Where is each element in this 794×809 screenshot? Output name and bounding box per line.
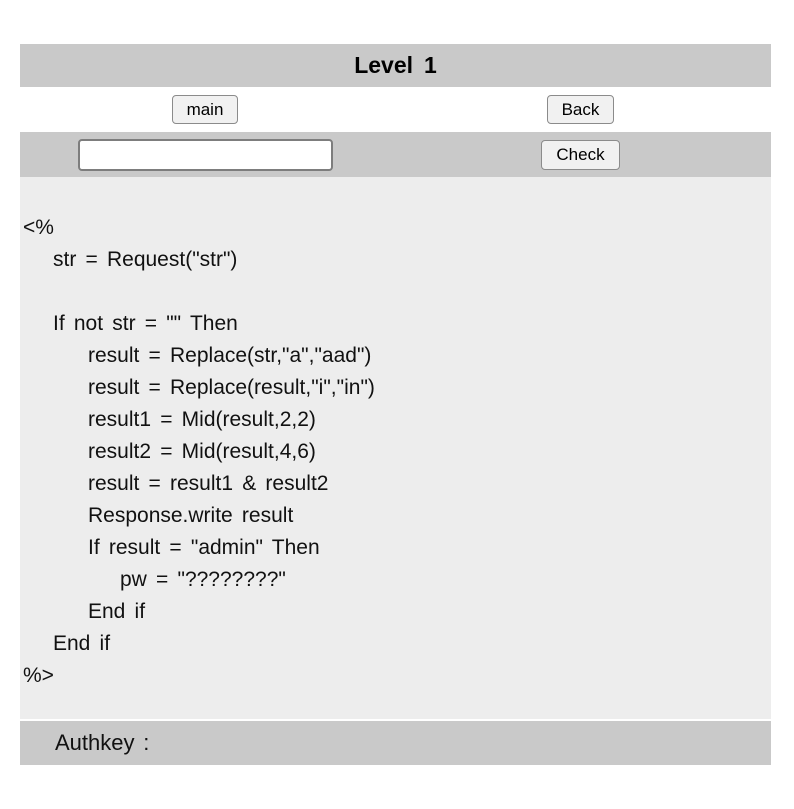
main-button[interactable]: main	[171, 95, 239, 124]
challenge-panel: Level 1 main Back Check <% str = Request(…	[20, 44, 771, 765]
code-line: If result = "admin" Then	[88, 536, 320, 559]
code-line: result = Replace(str,"a","aad")	[88, 344, 372, 367]
authkey-label: Authkey :	[55, 730, 150, 755]
back-button[interactable]: Back	[546, 95, 615, 124]
code-line: End if	[88, 600, 146, 623]
code-line: result2 = Mid(result,4,6)	[88, 440, 316, 463]
code-line: str = Request("str")	[53, 248, 238, 271]
code-line: Response.write result	[88, 504, 294, 527]
code-line: <%	[23, 216, 54, 239]
source-code: <% str = Request("str") If not str = "" T…	[20, 177, 771, 719]
nav-left-cell: main	[20, 87, 390, 132]
divider	[20, 719, 771, 721]
code-line: End if	[53, 632, 111, 655]
code-line: %>	[23, 664, 54, 687]
nav-right-cell: Back	[390, 87, 771, 132]
code-line: If not str = "" Then	[53, 312, 238, 335]
authkey-bar: Authkey :	[20, 721, 771, 765]
answer-input[interactable]	[77, 138, 333, 171]
code-line	[20, 276, 771, 308]
form-right-cell: Check	[390, 132, 771, 177]
code-line: pw = "????????"	[120, 568, 286, 591]
nav-button-row: main Back	[20, 87, 771, 132]
check-button[interactable]: Check	[541, 139, 620, 170]
page-title: Level 1	[354, 52, 437, 78]
code-line: result = result1 & result2	[88, 472, 329, 495]
answer-form-row: Check	[20, 132, 771, 177]
form-left-cell	[20, 132, 390, 177]
code-line: result1 = Mid(result,2,2)	[88, 408, 316, 431]
code-line: result = Replace(result,"i","in")	[88, 376, 375, 399]
level-title-bar: Level 1	[20, 44, 771, 87]
